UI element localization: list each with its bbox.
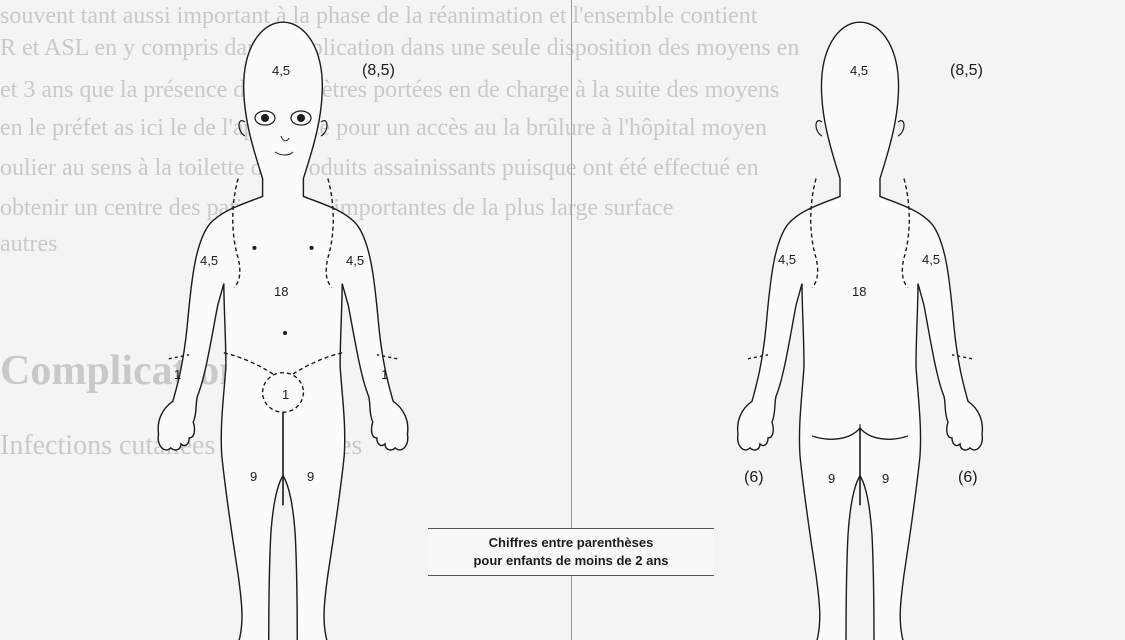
front-leg-right-percent: 9 (307, 470, 314, 484)
front-arm-right-percent: 4,5 (346, 254, 364, 268)
back-leg-right-child-percent: (6) (958, 471, 978, 485)
front-head-child-percent: (8,5) (362, 64, 395, 78)
front-arm-left-percent: 4,5 (200, 254, 218, 268)
diagram-caption: Chiffres entre parenthèses pour enfants … (428, 528, 714, 576)
front-genitals-percent: 1 (282, 388, 289, 402)
back-body-outline (738, 22, 983, 640)
front-body-outline (158, 22, 408, 640)
front-head-percent: 4,5 (272, 64, 290, 78)
back-leg-right-percent: 9 (882, 472, 889, 486)
front-leg-left-percent: 9 (250, 470, 257, 484)
caption-line-2: pour enfants de moins de 2 ans (428, 552, 714, 570)
back-head-child-percent: (8,5) (950, 64, 983, 78)
caption-line-1: Chiffres entre parenthèses (428, 534, 714, 552)
front-hand-left-percent: 1 (174, 368, 181, 382)
back-arm-right-percent: 4,5 (922, 253, 940, 267)
back-arm-left-percent: 4,5 (778, 253, 796, 267)
back-leg-left-percent: 9 (828, 472, 835, 486)
front-hand-right-percent: 1 (381, 368, 388, 382)
back-leg-left-child-percent: (6) (744, 471, 764, 485)
back-trunk-percent: 18 (852, 285, 866, 299)
back-head-percent: 4,5 (850, 64, 868, 78)
front-trunk-percent: 18 (274, 285, 288, 299)
